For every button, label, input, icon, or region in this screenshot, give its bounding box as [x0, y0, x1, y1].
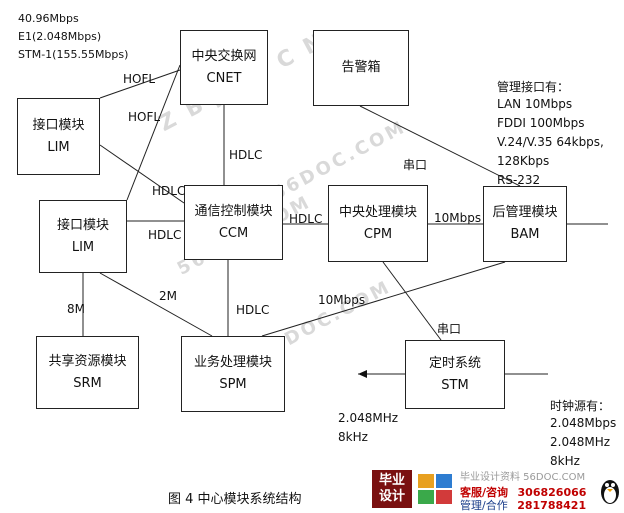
- link-label-10mbps: 10Mbps: [434, 211, 482, 225]
- link-lim-mid-cnet: [126, 64, 181, 201]
- node-title: 定时系统: [428, 355, 481, 371]
- link-label-2m: 2M: [159, 289, 177, 303]
- node-title: 中央处理模块: [338, 204, 417, 220]
- link-label-hdlc: HDLC: [236, 303, 270, 317]
- lim-top-node: 接口模块 LIM: [17, 98, 100, 175]
- cpm-node: 中央处理模块 CPM: [328, 185, 428, 262]
- site-name: 毕业设计资料 56DOC.COM: [460, 472, 586, 483]
- mgmt-interface-title: 管理接口有：: [497, 80, 570, 94]
- link-lim-top-cnet: [99, 69, 181, 99]
- node-abbr: SPM: [219, 377, 247, 392]
- link-label-8m: 8M: [67, 302, 85, 316]
- clock-source-title: 时钟源有：: [550, 399, 611, 413]
- link-alarm-bam: [359, 105, 521, 187]
- rate-label: E1(2.048Mbps): [18, 30, 102, 43]
- figure-caption: 图 4 中心模块系统结构: [168, 492, 302, 507]
- service-number: 306826066: [517, 486, 587, 499]
- srm-node: 共享资源模块 SRM: [36, 336, 139, 409]
- node-title: 接口模块: [56, 217, 109, 233]
- link-cpm-stm: [382, 261, 442, 341]
- mgmt-interface-item: RS-232: [497, 173, 541, 187]
- rate-label: STM-1(155.55Mbps): [18, 48, 129, 61]
- spm-node: 业务处理模块 SPM: [181, 336, 285, 412]
- link-label-serial: 串口: [437, 322, 462, 336]
- clock-source-item: 8kHz: [550, 454, 580, 468]
- link-spm-bam: [261, 261, 506, 337]
- mgmt-interface-item: V.24/V.35 64kbps,: [497, 135, 604, 149]
- ccm-node: 通信控制模块 CCM: [184, 185, 283, 260]
- node-abbr: CCM: [218, 225, 249, 241]
- node-abbr: SRM: [73, 375, 102, 391]
- service-label: 客服/咨询: [460, 486, 509, 499]
- logo-text: 毕业: [378, 473, 405, 488]
- node-abbr: LIM: [71, 239, 95, 255]
- clock-out-label: 8kHz: [338, 430, 368, 444]
- mgmt-interface-item: FDDI 100Mbps: [497, 116, 585, 130]
- link-label-hdlc: HDLC: [152, 184, 186, 198]
- node-title: 接口模块: [32, 117, 85, 133]
- link-label-serial: 串口: [403, 158, 428, 172]
- node-title: 后管理模块: [492, 205, 558, 220]
- manage-number: 281788421: [517, 499, 587, 512]
- clock-source-item: 2.048MHz: [550, 435, 611, 449]
- node-abbr: CPM: [363, 226, 393, 242]
- node-title: 中央交换网: [191, 48, 257, 64]
- alarm-node: 告警箱: [313, 30, 409, 106]
- stm-node: 定时系统 STM: [405, 340, 505, 409]
- manage-label: 管理/合作: [460, 499, 508, 512]
- node-title: 共享资源模块: [48, 353, 127, 369]
- node-abbr: LIM: [47, 139, 70, 155]
- link-label-10mbps: 10Mbps: [318, 293, 366, 307]
- mgmt-interface-item: 128Kbps: [497, 154, 550, 168]
- node-abbr: STM: [441, 377, 469, 393]
- puzzle-logo-icon: [418, 474, 452, 504]
- node-title: 业务处理模块: [193, 355, 272, 370]
- penguin-icon: [601, 480, 619, 504]
- node-title: 告警箱: [341, 60, 381, 75]
- node-abbr: BAM: [510, 227, 540, 242]
- node-title: 通信控制模块: [194, 203, 273, 219]
- manage-contact: 管理/合作 281788421: [460, 497, 586, 513]
- link-lim-spm: [99, 272, 213, 337]
- service-contact: 客服/咨询 306826066: [460, 484, 586, 500]
- link-label-hdlc: HDLC: [148, 228, 182, 242]
- site-logo: 毕业 设计: [372, 470, 412, 508]
- link-lim-top-ccm: [99, 144, 185, 204]
- rate-label: 40.96Mbps: [18, 12, 79, 25]
- link-label-hofl: HOFL: [128, 110, 161, 124]
- cnet-node: 中央交换网 CNET: [180, 30, 268, 105]
- clock-source-item: 2.048Mbps: [550, 416, 617, 430]
- link-label-hofl: HOFL: [123, 72, 156, 86]
- logo-text: 设计: [378, 489, 405, 504]
- footer-branding: 毕业 设计 毕业设计资料 56DOC.COM 客服/咨询 306826066 管…: [372, 466, 624, 512]
- link-label-hdlc: HDLC: [289, 212, 323, 226]
- bam-node: 后管理模块 BAM: [483, 186, 567, 262]
- mgmt-interface-item: LAN 10Mbps: [497, 97, 573, 111]
- link-label-hdlc: HDLC: [229, 148, 263, 162]
- clock-out-label: 2.048MHz: [338, 411, 399, 425]
- lim-mid-node: 接口模块 LIM: [39, 200, 127, 273]
- node-abbr: CNET: [206, 70, 242, 86]
